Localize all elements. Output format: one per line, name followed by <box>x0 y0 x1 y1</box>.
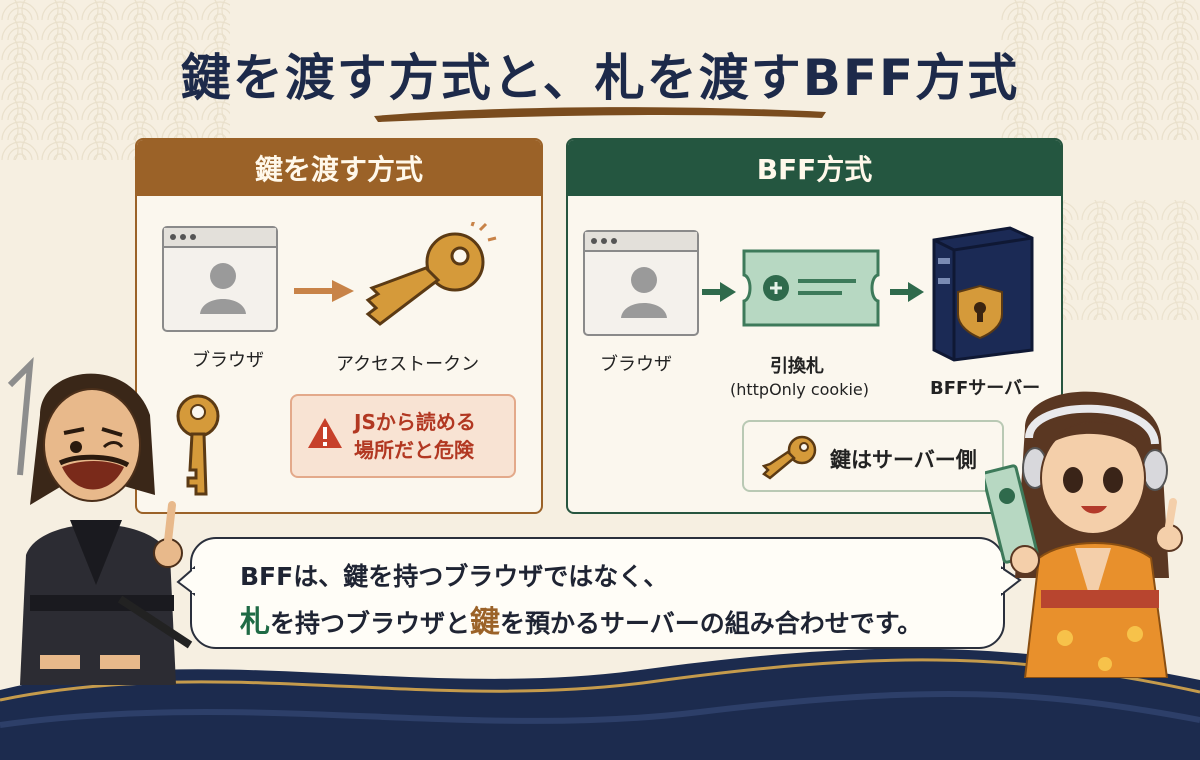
ticket-label: 引換札 <box>770 356 824 377</box>
speech-bubble: BFFは、鍵を持つブラウザではなく、 札を持つブラウザと鍵を預かるサーバーの組み… <box>190 537 1005 649</box>
browser-label: ブラウザ <box>192 350 264 371</box>
browser-window-icon <box>162 226 278 332</box>
browser-label: ブラウザ <box>600 354 672 375</box>
girl-character <box>985 391 1183 678</box>
brush-stroke <box>374 107 826 122</box>
ticket-highlight: 札 <box>240 605 270 640</box>
warning-icon <box>308 418 342 448</box>
warning-line-1: JSから読める <box>354 410 476 434</box>
key-location-box: 鍵はサーバー側 <box>742 420 1004 492</box>
bubble-line-2: 札を持つブラウザと鍵を預かるサーバーの組み合わせです。 <box>240 597 922 641</box>
user-icon <box>200 263 246 314</box>
bubble-tail-right <box>1000 566 1022 596</box>
key-icon <box>365 222 497 326</box>
browser-window-icon <box>583 230 699 336</box>
arrow-right-icon <box>702 282 736 302</box>
warning-box: JSから読める 場所だと危険 <box>290 394 516 478</box>
warning-line-2: 場所だと危険 <box>354 438 474 462</box>
user-icon <box>621 267 667 318</box>
bubble-line-1: BFFは、鍵を持つブラウザではなく、 <box>240 562 669 591</box>
arrow-right-icon <box>890 282 924 302</box>
page-title: 鍵を渡す方式と、札を渡すBFF方式 <box>180 49 1020 107</box>
ticket-icon <box>742 249 880 327</box>
key-icon <box>176 394 220 496</box>
key-highlight: 鍵 <box>470 605 501 640</box>
key-icon <box>762 435 817 480</box>
samurai-character <box>7 357 193 685</box>
arrow-right-icon <box>294 280 354 302</box>
access-token-label: アクセストークン <box>336 354 480 375</box>
bubble-tail-left <box>176 566 196 596</box>
key-location-text: 鍵はサーバー側 <box>830 448 977 472</box>
ticket-subtitle: (httpOnly cookie) <box>730 380 869 399</box>
bff-method-header: BFF方式 <box>568 140 1061 196</box>
bubble-text-part-2: を預かるサーバーの組み合わせです。 <box>500 609 923 638</box>
bff-server-label: BFFサーバー <box>930 378 1041 399</box>
bubble-text-part-1: を持つブラウザと <box>270 609 471 638</box>
key-method-header: 鍵を渡す方式 <box>137 140 541 196</box>
server-icon <box>932 226 1034 362</box>
